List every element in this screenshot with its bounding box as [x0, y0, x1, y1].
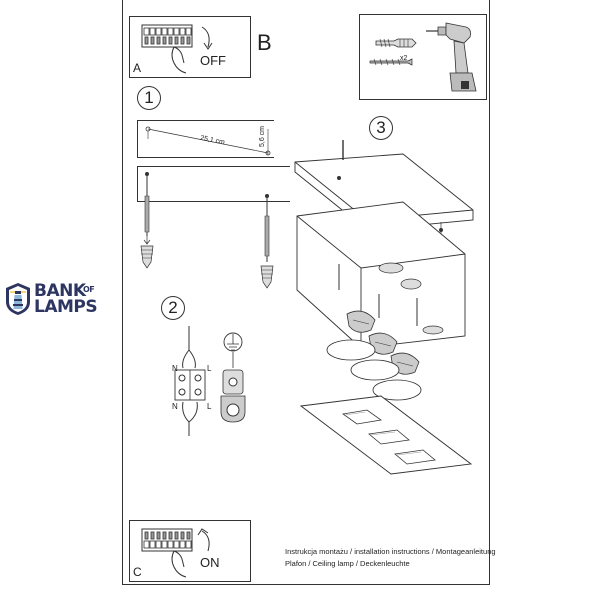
step-1-number: 1	[137, 86, 161, 110]
breaker-off-icon	[141, 24, 213, 74]
step-2-number: 2	[161, 296, 185, 320]
panel-c: C ON	[129, 520, 251, 582]
step-1-drill-panel	[137, 166, 290, 202]
panel-b-tools: x2	[359, 14, 487, 100]
dimension-drawing	[145, 126, 271, 156]
cordless-drill-icon	[426, 22, 477, 92]
brand-logo: BANK OF LAMPS	[4, 281, 100, 318]
step-3-number: 3	[369, 116, 393, 140]
brand-word-lamps: LAMPS	[34, 297, 98, 317]
brand-word-bank: BANK	[34, 281, 86, 301]
breaker-on-icon	[141, 528, 210, 578]
dimension-height-label: 5,6 cm	[259, 125, 267, 148]
wiring-drawing	[174, 326, 246, 436]
wall-plug-quantity: x2	[400, 55, 408, 62]
footer-line-1: Instrukcja montażu / installation instru…	[285, 547, 496, 556]
lighthouse-icon	[6, 283, 30, 315]
footer-line-2: Plafon / Ceiling lamp / Deckenleuchte	[285, 559, 410, 568]
ceiling-lamp-exploded-view	[294, 140, 474, 475]
drill-holes-drawing	[140, 172, 274, 289]
step-1-measure-panel: 25,1 cm 5,6 cm	[137, 120, 274, 158]
terminal-n-bottom: N	[172, 402, 178, 411]
terminal-l-bottom: L	[207, 402, 212, 411]
panel-a-action: OFF	[200, 53, 226, 68]
instruction-frame: A OFF B x2 1	[122, 0, 490, 585]
panel-c-letter: C	[133, 565, 142, 579]
panel-b-letter: B	[257, 30, 272, 55]
terminal-l-top: L	[207, 364, 212, 373]
wall-plug-screw-icon	[369, 38, 417, 66]
panel-a-letter: A	[133, 61, 142, 75]
terminal-n-top: N	[172, 364, 178, 373]
panel-c-action: ON	[200, 555, 220, 570]
panel-a: A OFF	[129, 16, 251, 78]
footer-text: Instrukcja montażu / installation instru…	[285, 546, 496, 570]
brand-word-of: OF	[83, 285, 95, 294]
